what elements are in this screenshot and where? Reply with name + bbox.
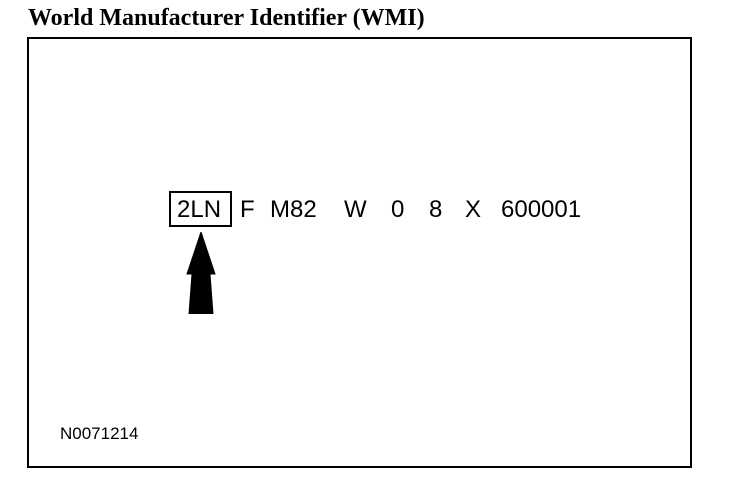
vin-segment: 600001 (501, 196, 582, 223)
vin-segment: 0 (391, 196, 405, 223)
figure-code: N0071214 (60, 424, 139, 443)
vin-segment: X (465, 196, 482, 223)
page-title: World Manufacturer Identifier (WMI) (28, 5, 425, 31)
wmi-highlight-box (169, 191, 232, 227)
vin-segment: F (240, 196, 255, 223)
vin-segment: 8 (429, 196, 443, 223)
diagram-frame (27, 37, 692, 468)
vin-wmi-segment: 2LN (177, 196, 222, 223)
vin-segment: M82 (270, 196, 317, 223)
up-arrow-icon (186, 232, 216, 314)
vin-segment: W (344, 196, 367, 223)
